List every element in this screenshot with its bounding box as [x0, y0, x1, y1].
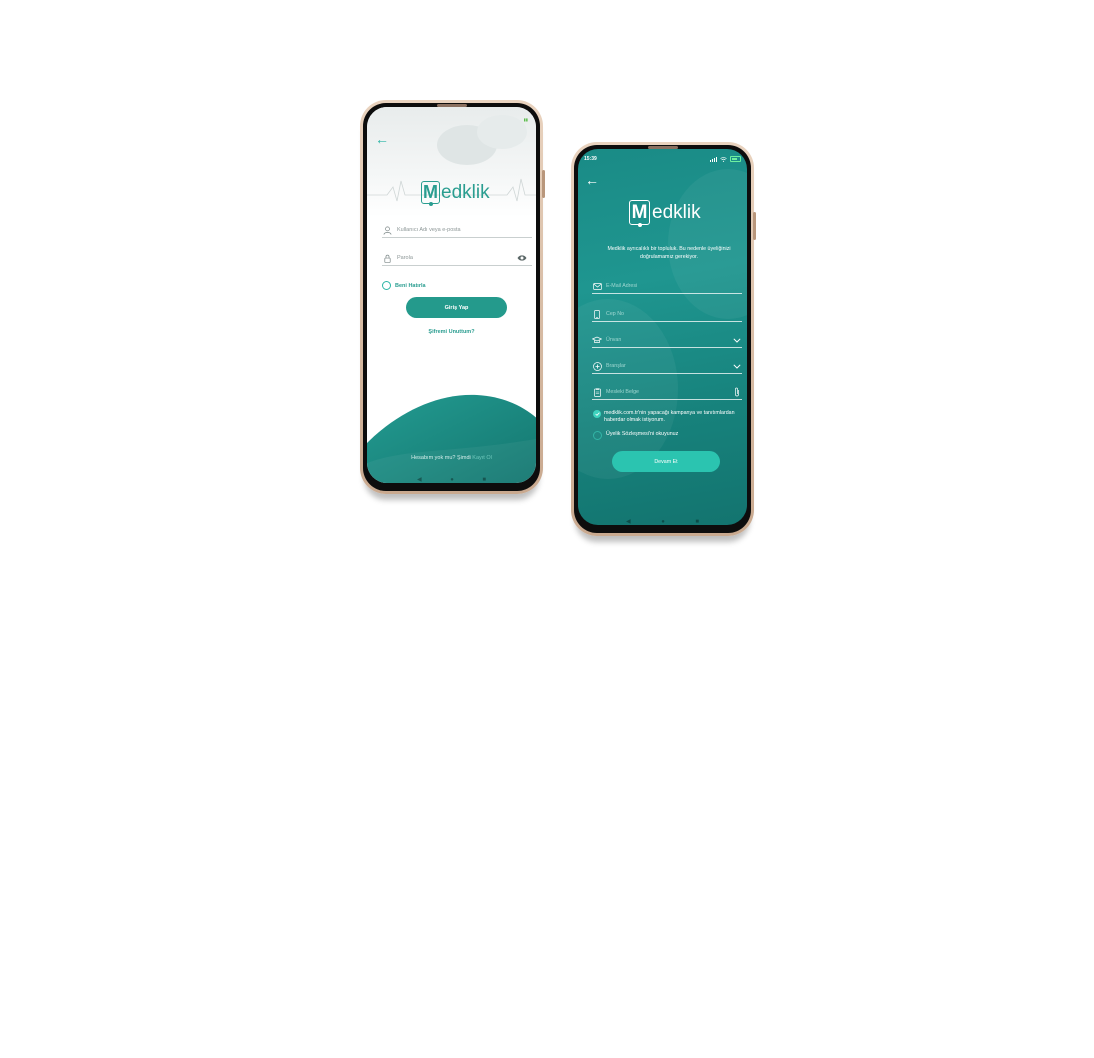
- medklik-logo: M edklik: [629, 200, 701, 227]
- title-placeholder: Ünvan: [606, 337, 622, 343]
- nav-back-icon[interactable]: ◀: [626, 519, 631, 525]
- marketing-consent-checkbox[interactable]: medklik.com.tr'nin yapacağı kampanya ve …: [593, 410, 743, 424]
- hero-background-image: [367, 107, 536, 217]
- back-arrow-icon[interactable]: ←: [375, 131, 389, 147]
- signal-icon: [710, 156, 717, 162]
- branches-placeholder: Branşlar: [606, 363, 626, 369]
- continue-button[interactable]: Devam Et: [612, 451, 720, 472]
- chevron-down-icon[interactable]: [732, 361, 742, 371]
- verification-description: Medklik ayrıcalıklı bir topluluk. Bu ned…: [607, 246, 731, 260]
- checkmark-icon: [593, 410, 601, 418]
- radio-circle-icon: [593, 431, 602, 440]
- paperclip-icon[interactable]: [732, 387, 742, 397]
- signup-link[interactable]: Kayıt Ol: [472, 455, 492, 461]
- register-screen: 15:39 ← M edklik Medklik ayrıcalıklı bir…: [578, 149, 747, 525]
- nav-recent-icon[interactable]: ■: [482, 476, 486, 483]
- login-screen: ▮▮ ← M edklik Kullanıcı Adı veya e-posta…: [367, 107, 536, 483]
- phone-number-field[interactable]: Cep No: [592, 307, 742, 322]
- membership-agreement-label[interactable]: Üyelik Sözleşmesi'ni okuyunuz: [606, 431, 679, 437]
- status-bar: 15:39: [584, 156, 741, 162]
- phone-side-button: [753, 212, 756, 240]
- hero-blob: [477, 115, 527, 149]
- marketing-consent-label: medklik.com.tr'nin yapacağı kampanya ve …: [604, 410, 735, 423]
- email-placeholder: E-Mail Adresi: [606, 283, 638, 289]
- user-icon: [382, 225, 392, 235]
- nav-recent-icon[interactable]: ■: [695, 518, 699, 525]
- battery-icon: ▮▮: [523, 117, 528, 122]
- android-nav-bar: ◀ ● ■: [417, 476, 486, 484]
- nav-home-icon[interactable]: ●: [661, 518, 665, 525]
- phone-speaker: [648, 146, 678, 149]
- radio-circle-icon: [382, 281, 391, 290]
- nav-home-icon[interactable]: ●: [450, 476, 454, 483]
- login-button[interactable]: Giriş Yap: [406, 297, 507, 318]
- logo-wordmark: edklik: [441, 181, 490, 203]
- wifi-icon: [720, 156, 727, 162]
- password-field[interactable]: Parola: [382, 251, 532, 266]
- membership-agreement-checkbox[interactable]: Üyelik Sözleşmesi'ni okuyunuz: [593, 431, 743, 440]
- remember-me-label: Beni Hatırla: [395, 282, 426, 289]
- chevron-down-icon[interactable]: [732, 335, 742, 345]
- email-field[interactable]: E-Mail Adresi: [592, 279, 742, 294]
- logo-m-icon: M: [421, 181, 440, 206]
- logo-m-icon: M: [629, 200, 650, 227]
- battery-icon: [730, 156, 741, 162]
- status-icons: [710, 156, 741, 162]
- document-upload-field[interactable]: Mesleki Belge: [592, 385, 742, 400]
- status-time: 15:39: [584, 156, 597, 162]
- medklik-logo: M edklik: [421, 181, 490, 206]
- back-arrow-icon[interactable]: ←: [585, 172, 599, 188]
- lock-icon: [382, 253, 392, 263]
- eye-icon[interactable]: [517, 253, 527, 263]
- graduation-cap-icon: [592, 335, 602, 345]
- medical-cross-icon: [592, 361, 602, 371]
- android-nav-bar: ◀ ● ■: [626, 518, 699, 526]
- clipboard-icon: [592, 387, 602, 397]
- phone-bezel: ▮▮ ← M edklik Kullanıcı Adı veya e-posta…: [363, 103, 540, 491]
- remember-me-checkbox[interactable]: Beni Hatırla: [382, 281, 426, 290]
- ecg-line-graphic: [367, 178, 536, 202]
- password-placeholder: Parola: [397, 255, 413, 261]
- background-blob: [668, 169, 747, 319]
- phone-side-button: [542, 170, 545, 198]
- username-field[interactable]: Kullanıcı Adı veya e-posta: [382, 223, 532, 238]
- email-icon: [592, 281, 602, 291]
- phone-mockup-login: ▮▮ ← M edklik Kullanıcı Adı veya e-posta…: [360, 100, 545, 494]
- mobile-phone-icon: [592, 309, 602, 319]
- phone-placeholder: Cep No: [606, 311, 624, 317]
- logo-wordmark: edklik: [652, 201, 701, 223]
- phone-bezel: 15:39 ← M edklik Medklik ayrıcalıklı bir…: [574, 145, 751, 533]
- forgot-password-link[interactable]: Şifremi Unuttum?: [428, 329, 475, 335]
- branches-select[interactable]: Branşlar: [592, 359, 742, 374]
- username-placeholder: Kullanıcı Adı veya e-posta: [397, 227, 461, 233]
- phone-mockup-register: 15:39 ← M edklik Medklik ayrıcalıklı bir…: [571, 142, 756, 536]
- title-select[interactable]: Ünvan: [592, 333, 742, 348]
- signup-prompt: Hesabım yok mu? Şimdi Kayıt Ol: [367, 455, 536, 461]
- teal-wave-background: [367, 394, 536, 483]
- phone-speaker: [437, 104, 467, 107]
- document-placeholder: Mesleki Belge: [606, 389, 639, 395]
- signup-prompt-text: Hesabım yok mu? Şimdi: [411, 455, 471, 461]
- nav-back-icon[interactable]: ◀: [417, 477, 422, 483]
